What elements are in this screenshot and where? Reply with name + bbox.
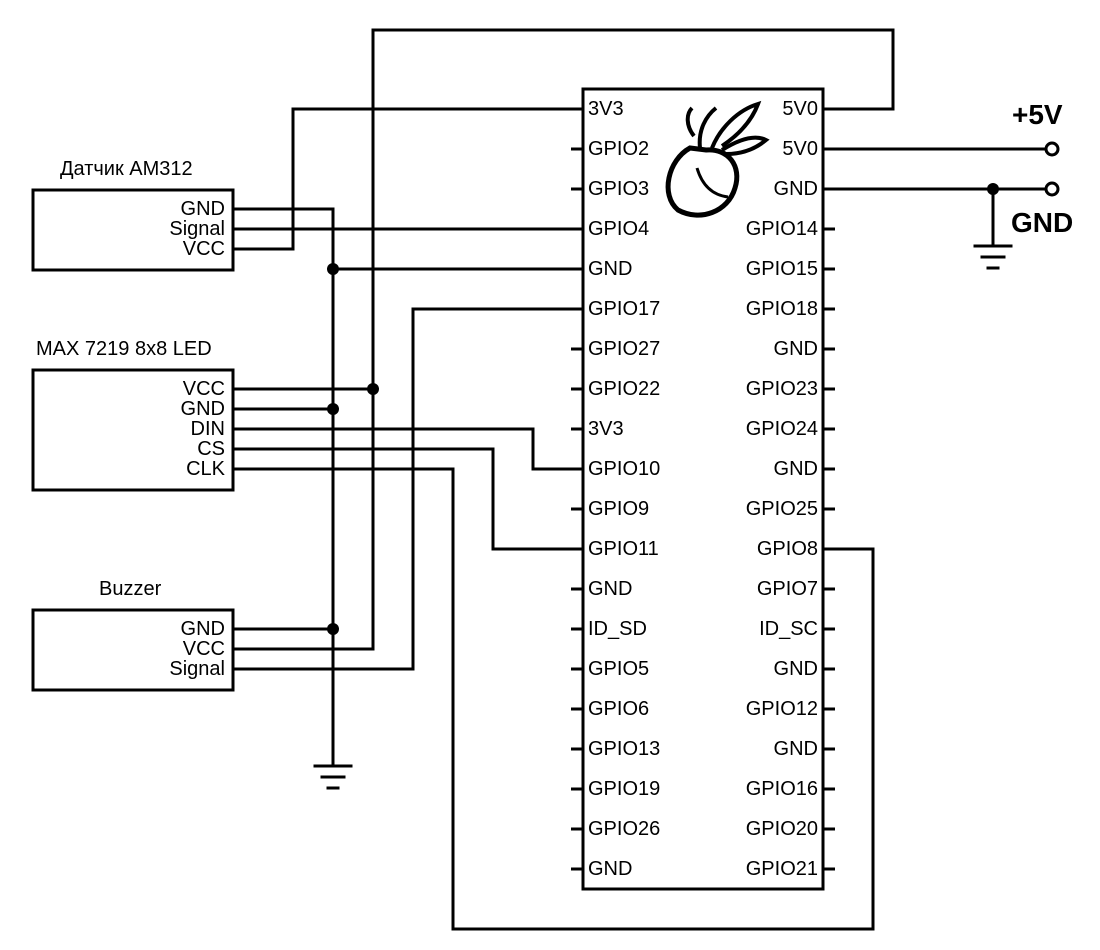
rpi-right-pin-label: GPIO14 <box>746 218 818 240</box>
buzzer-pin-label: GND <box>181 618 225 640</box>
rpi-right-pin-label: GPIO25 <box>746 498 818 520</box>
rpi-right-pin-label: GPIO16 <box>746 778 818 800</box>
junction-dot <box>327 403 339 415</box>
junction-dot <box>987 183 999 195</box>
rpi-left-pin-label: GPIO13 <box>588 738 660 760</box>
matrix-pin-label: CLK <box>186 458 226 480</box>
rpi-right-pin-label: GPIO23 <box>746 378 818 400</box>
rpi-right-pin-label: GPIO21 <box>746 858 818 880</box>
rpi-board <box>581 87 825 891</box>
rpi-left-pin-label: GPIO19 <box>588 778 660 800</box>
rpi-left-pin-label: GPIO10 <box>588 458 660 480</box>
rpi-left-pin-label: ID_SD <box>588 618 647 640</box>
wire-gpio17-buzzer-signal <box>231 307 585 671</box>
rpi-left-pin-label: 3V3 <box>588 98 624 120</box>
rpi-left-pin-label: GPIO9 <box>588 498 649 520</box>
rpi-right-pin-label: GPIO12 <box>746 698 818 720</box>
plus-5v-terminal <box>1044 141 1060 157</box>
rpi-right-pin-ticks <box>823 107 835 871</box>
wire-matrix-clk-gpio8 <box>231 467 875 931</box>
gnd-terminal <box>1044 181 1060 197</box>
rpi-right-pin-label: 5V0 <box>782 138 818 160</box>
matrix-pin-label: DIN <box>191 418 225 440</box>
sensor-title: Датчик AM312 <box>60 158 193 180</box>
plus-5v-label: +5V <box>1012 99 1063 130</box>
rpi-right-pin-label: GPIO8 <box>757 538 818 560</box>
rpi-right-pin-label: GND <box>774 338 818 360</box>
matrix-pin-label: VCC <box>183 378 225 400</box>
matrix-pin-label: GND <box>181 398 225 420</box>
rpi-left-pin-label: GPIO4 <box>588 218 649 240</box>
rpi-right-pin-label: GND <box>774 658 818 680</box>
sensor-pin-label: VCC <box>183 238 225 260</box>
matrix-pin-label: CS <box>197 438 225 460</box>
sensor-pin-label: Signal <box>169 218 225 240</box>
rpi-right-pin-label: GPIO18 <box>746 298 818 320</box>
rpi-left-pin-label: GPIO11 <box>588 538 659 560</box>
buzzer-module <box>31 608 235 692</box>
wire-sensor-gnd <box>231 207 335 767</box>
rpi-right-pin-label: GPIO15 <box>746 258 818 280</box>
matrix-module <box>31 368 235 492</box>
buzzer-title: Buzzer <box>99 578 162 600</box>
rpi-right-pin-label: GPIO20 <box>746 818 818 840</box>
rpi-left-pin-label: GPIO22 <box>588 378 660 400</box>
rpi-left-pin-label: GND <box>588 258 632 280</box>
rpi-left-pin-label: GPIO17 <box>588 298 660 320</box>
rpi-left-pin-label: GPIO3 <box>588 178 649 200</box>
rpi-right-pin-labels: 5V0 5V0 GND GPIO14 GPIO15 GPIO18 GND GPI… <box>746 98 818 880</box>
rpi-right-pin-label: GPIO7 <box>757 578 818 600</box>
rpi-left-pin-labels: 3V3 GPIO2 GPIO3 GPIO4 GND GPIO17 GPIO27 … <box>588 98 660 880</box>
rpi-right-pin-label: GPIO24 <box>746 418 818 440</box>
rpi-left-pin-ticks <box>571 107 583 871</box>
gnd-power-label: GND <box>1011 207 1073 238</box>
sensor-module <box>31 188 235 272</box>
junction-dot <box>327 263 339 275</box>
rpi-right-pin-label: GND <box>774 458 818 480</box>
buzzer-pin-label: Signal <box>169 658 225 680</box>
rpi-left-pin-label: 3V3 <box>588 418 624 440</box>
rpi-right-pin-label: ID_SC <box>759 618 818 640</box>
wire-matrix-cs-gpio11 <box>231 447 585 551</box>
rpi-left-pin-label: GND <box>588 578 632 600</box>
rpi-left-pin-label: GPIO6 <box>588 698 649 720</box>
wire-5v-loop <box>231 28 895 651</box>
raspberry-logo-icon <box>665 100 770 218</box>
junction-dot <box>327 623 339 635</box>
rpi-left-pin-label: GPIO26 <box>588 818 660 840</box>
ground-symbol-icon <box>973 244 1013 270</box>
junction-dot <box>367 383 379 395</box>
rpi-left-pin-label: GND <box>588 858 632 880</box>
wire-3v3-sensor-vcc <box>231 107 585 251</box>
rpi-right-pin-label: GND <box>774 178 818 200</box>
rpi-right-pin-label: 5V0 <box>782 98 818 120</box>
buzzer-pin-label: VCC <box>183 638 225 660</box>
sensor-pin-label: GND <box>181 198 225 220</box>
wire-matrix-din-gpio10 <box>231 427 585 471</box>
matrix-title: MAX 7219 8x8 LED <box>36 338 212 360</box>
rpi-right-pin-label: GND <box>774 738 818 760</box>
ground-symbol-icon <box>313 764 353 790</box>
rpi-left-pin-label: GPIO5 <box>588 658 649 680</box>
rpi-left-pin-label: GPIO27 <box>588 338 660 360</box>
rpi-left-pin-label: GPIO2 <box>588 138 649 160</box>
